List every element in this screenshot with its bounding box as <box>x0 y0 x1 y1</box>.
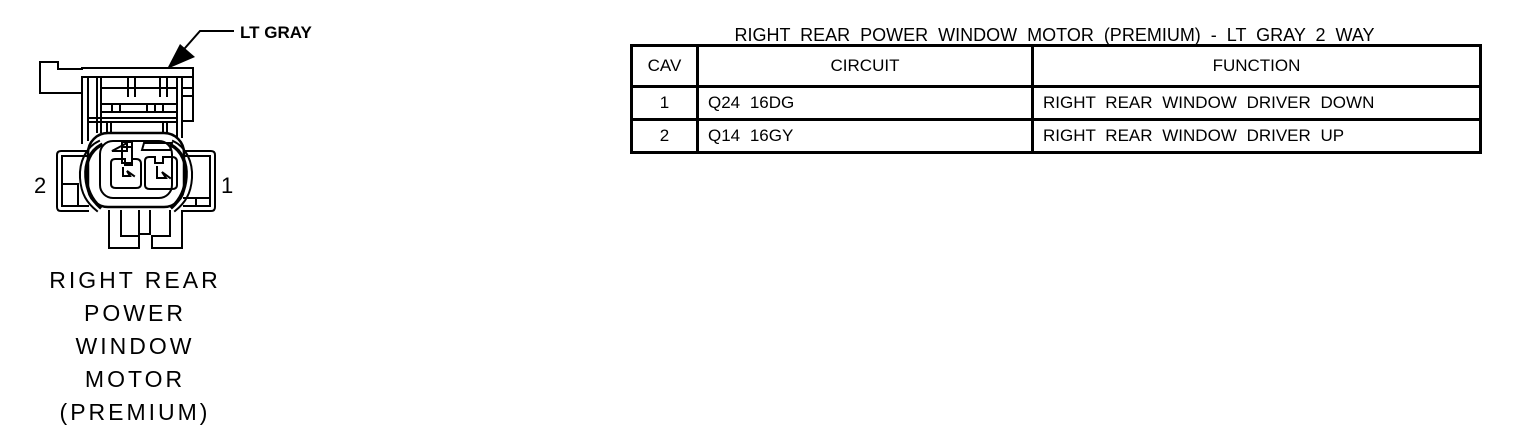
cav-cell: 1 <box>630 85 699 121</box>
right-wing <box>183 150 216 212</box>
circuit-cell: Q24 16DG <box>696 85 1034 121</box>
center-tab <box>138 210 151 235</box>
connector-drawing: LT GRAY 2 1 <box>34 23 312 249</box>
connector-outline <box>39 30 234 249</box>
figure-caption: RIGHT REAR POWER WINDOW MOTOR (PREMIUM) <box>25 264 245 429</box>
connector-color-label: LT GRAY <box>240 23 312 42</box>
col-header-circuit: CIRCUIT <box>696 44 1034 88</box>
right-foot <box>151 210 183 249</box>
function-cell: RIGHT REAR WINDOW DRIVER UP <box>1031 118 1482 154</box>
table-row: 1 Q24 16DG RIGHT REAR WINDOW DRIVER DOWN <box>630 85 1482 121</box>
caption-line: WINDOW <box>75 333 195 359</box>
mounting-bracket <box>39 61 83 94</box>
caption-line: RIGHT REAR <box>49 267 221 293</box>
caption-line: POWER <box>84 300 186 326</box>
circuit-cell: Q14 16GY <box>696 118 1034 154</box>
col-header-function: FUNCTION <box>1031 44 1482 88</box>
left-wing <box>56 150 89 212</box>
cav-cell: 2 <box>630 118 699 154</box>
table-row: 2 Q14 16GY RIGHT REAR WINDOW DRIVER UP <box>630 118 1482 154</box>
caption-line: MOTOR <box>84 366 186 392</box>
key-slot <box>140 142 174 151</box>
terminal-cavity-1 <box>144 156 178 190</box>
header-row: CAV CIRCUIT FUNCTION <box>630 44 1482 88</box>
function-cell: RIGHT REAR WINDOW DRIVER DOWN <box>1031 85 1482 121</box>
col-header-cav: CAV <box>630 44 699 88</box>
pinout-table: CAV CIRCUIT FUNCTION 1 Q24 16DG RIGHT RE… <box>630 44 1482 154</box>
leader-arrowhead-icon <box>167 44 195 69</box>
pinout-table-wrap: CAV CIRCUIT FUNCTION 1 Q24 16DG RIGHT RE… <box>630 44 1482 154</box>
caption-line: (PREMIUM) <box>59 399 211 425</box>
terminal-cavity-2 <box>110 158 142 189</box>
left-foot <box>108 210 140 249</box>
table-title: RIGHT REAR POWER WINDOW MOTOR (PREMIUM) … <box>734 25 1375 45</box>
pin-1-label: 1 <box>221 173 233 198</box>
pin-2-label: 2 <box>34 173 46 198</box>
leader-line <box>176 30 234 58</box>
